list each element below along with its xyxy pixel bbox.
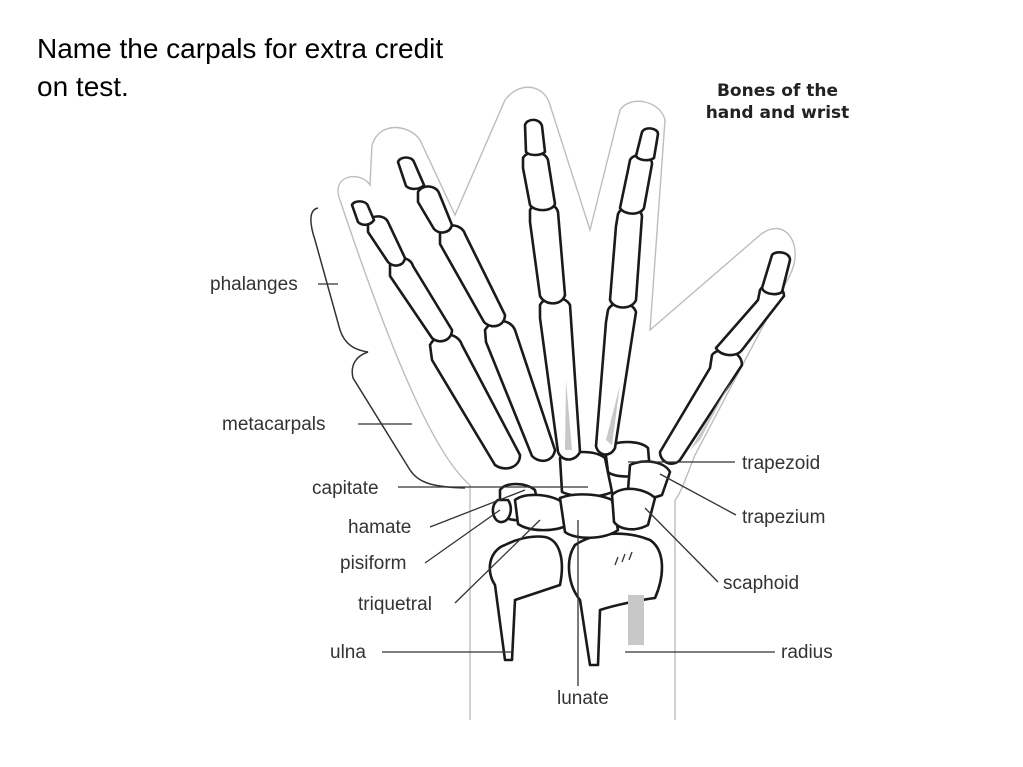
pisiform-bone	[491, 498, 513, 524]
label-phalanges: phalanges	[210, 274, 298, 295]
proximal-phalanx-2	[608, 205, 644, 309]
proximal-phalanx-4	[438, 224, 507, 328]
distal-phalanx-2	[634, 127, 660, 162]
label-hamate: hamate	[348, 517, 411, 538]
metacarpal-2	[594, 301, 638, 456]
proximal-phalanx-5	[388, 256, 454, 343]
label-lunate: lunate	[557, 688, 609, 709]
metacarpal-shade-1	[565, 380, 572, 450]
ulna-bone	[488, 535, 564, 662]
distal-phalanx-1	[760, 250, 792, 296]
distal-phalanx-5	[350, 200, 376, 227]
diagram-heading-line-2: hand and wrist	[705, 103, 850, 123]
slide-title-line-1: Name the carpals for extra credit	[37, 33, 444, 64]
slide-title-line-2: on test.	[37, 71, 129, 102]
label-capitate: capitate	[312, 478, 379, 499]
middle-phalanx-4	[416, 185, 454, 234]
middle-phalanx-2	[618, 153, 654, 215]
label-pisiform: pisiform	[340, 553, 407, 574]
distal-phalanx-4	[396, 156, 426, 191]
lunate-bone	[558, 493, 620, 540]
label-triquetral: triquetral	[358, 594, 432, 615]
slide-title: Name the carpals for extra credit on tes…	[37, 30, 557, 106]
phalanges-brace	[310, 207, 466, 489]
proximal-phalanx-3	[528, 201, 567, 305]
skin-outline	[337, 86, 796, 720]
middle-phalanx-5	[366, 215, 407, 267]
label-metacarpals: metacarpals	[222, 414, 326, 435]
scaphoid-bone	[610, 487, 657, 531]
leader-pisiform	[424, 509, 501, 564]
label-ulna: ulna	[330, 642, 366, 663]
diagram-heading: Bones of the hand and wrist	[690, 80, 865, 124]
leader-trapezium	[659, 473, 737, 516]
diagram-heading-line-1: Bones of the	[716, 81, 839, 101]
leader-triquetral	[454, 519, 541, 604]
metacarpal-shade-3	[690, 380, 732, 450]
label-trapezium: trapezium	[742, 507, 825, 528]
leader-scaphoid	[644, 507, 719, 583]
label-scaphoid: scaphoid	[723, 573, 799, 594]
label-radius: radius	[781, 642, 833, 663]
metacarpal-shade-2	[606, 385, 620, 445]
radius-bone	[567, 532, 664, 667]
radius-shade	[628, 595, 644, 645]
metacarpal-1	[658, 348, 744, 465]
distal-phalanx-3	[523, 118, 547, 157]
leader-hamate	[429, 489, 526, 528]
middle-phalanx-3	[521, 150, 557, 212]
radius-notch	[614, 551, 633, 566]
label-trapezoid: trapezoid	[742, 453, 820, 474]
